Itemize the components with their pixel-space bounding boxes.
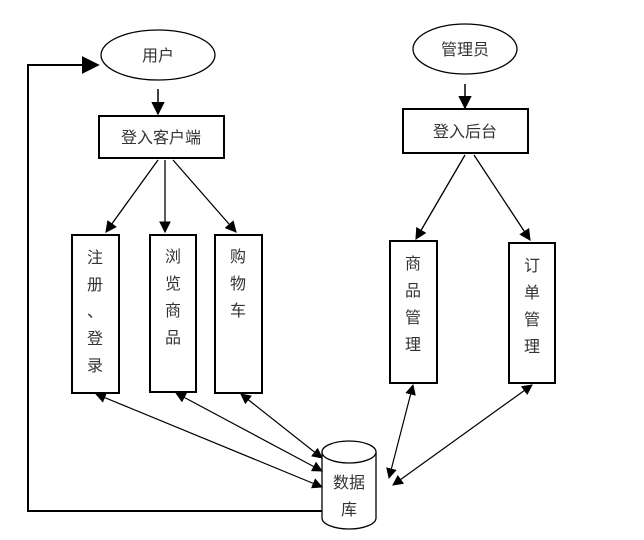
arrow-client-to-register <box>105 159 159 233</box>
register-login-char: 、 <box>87 302 103 321</box>
browse-products-node: 浏 览 商 品 <box>149 234 197 393</box>
shopping-cart-char: 购 <box>230 247 246 266</box>
arrow-browse-db <box>175 392 323 472</box>
user-label: 用户 <box>142 46 174 65</box>
client-login-label: 登入客户端 <box>121 128 201 147</box>
product-management-char: 管 <box>405 308 421 327</box>
database-node: 数据 库 <box>321 440 377 530</box>
database-label-line1: 数据 <box>333 473 365 492</box>
order-management-char: 单 <box>524 283 540 302</box>
arrow-client-to-cart <box>172 159 237 233</box>
browse-products-char: 浏 <box>165 247 181 266</box>
register-login-char: 登 <box>87 329 103 348</box>
register-login-char: 录 <box>87 356 103 375</box>
shopping-cart-node: 购 物 车 <box>214 234 263 394</box>
backend-login-node: 登入后台 <box>402 108 529 154</box>
arrow-product-mgmt-db <box>386 383 416 480</box>
client-login-node: 登入客户端 <box>98 115 225 159</box>
arrow-register-db <box>95 392 323 489</box>
browse-products-char: 商 <box>165 301 181 320</box>
product-management-char: 商 <box>405 254 421 273</box>
product-management-char: 理 <box>405 335 421 354</box>
database-label-line2: 库 <box>341 500 357 519</box>
register-login-char: 册 <box>87 275 103 294</box>
backend-login-label: 登入后台 <box>433 122 497 141</box>
order-management-char: 管 <box>524 310 540 329</box>
admin-node: 管理员 <box>412 23 518 75</box>
browse-products-char: 览 <box>165 274 181 293</box>
shopping-cart-char: 物 <box>230 274 246 293</box>
user-node: 用户 <box>100 29 216 81</box>
order-management-char: 理 <box>524 337 540 356</box>
arrow-backend-to-order-mgmt <box>473 154 531 241</box>
feedback-loop-db-to-user <box>27 56 322 512</box>
admin-label: 管理员 <box>441 40 489 59</box>
shopping-cart-char: 车 <box>230 301 246 320</box>
product-management-node: 商 品 管 理 <box>389 240 438 384</box>
register-login-char: 注 <box>87 248 103 267</box>
browse-products-char: 品 <box>165 328 181 347</box>
arrow-cart-db <box>240 393 323 459</box>
product-management-char: 品 <box>405 281 421 300</box>
register-login-node: 注 册 、 登 录 <box>71 234 120 394</box>
order-management-char: 订 <box>524 256 540 275</box>
arrow-order-mgmt-db <box>392 384 533 486</box>
order-management-node: 订 单 管 理 <box>508 242 556 384</box>
arrow-backend-to-product-mgmt <box>415 154 466 241</box>
